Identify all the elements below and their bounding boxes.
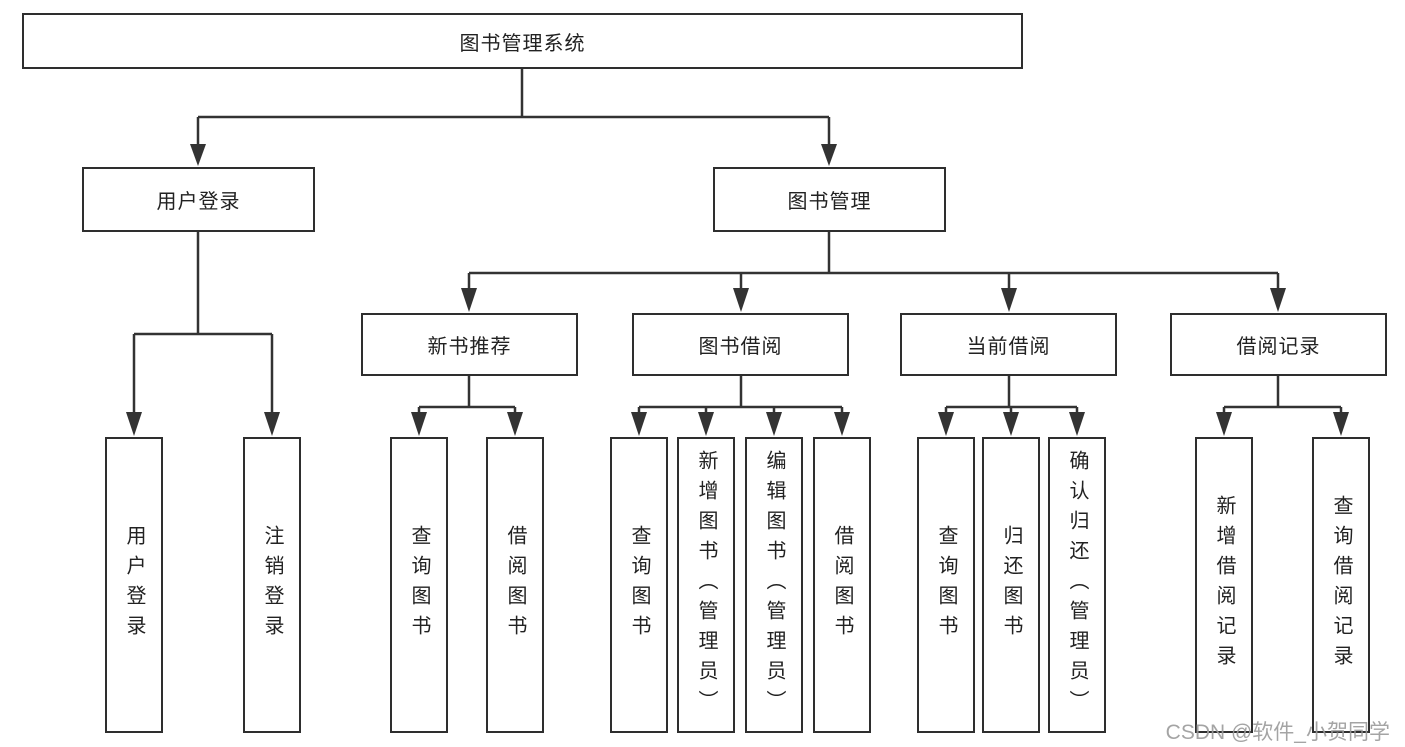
node-label: 查询图书 — [408, 525, 430, 645]
node-label: 用户登录 — [156, 191, 241, 213]
node-label: 编辑图书（管理员） — [763, 450, 785, 720]
leaf-query-borrow-record: 查询借阅记录 — [1312, 437, 1370, 733]
leaf-borrow-books-recommendation: 借阅图书 — [486, 437, 544, 733]
node-label: 查询借阅记录 — [1330, 495, 1352, 675]
node-label: 新增借阅记录 — [1213, 495, 1235, 675]
node-current-borrowing: 当前借阅 — [900, 313, 1117, 376]
node-label: 查询图书 — [935, 525, 957, 645]
node-label: 确认归还（管理员） — [1066, 450, 1088, 720]
node-borrowing-records: 借阅记录 — [1170, 313, 1387, 376]
leaf-query-books-borrowing: 查询图书 — [610, 437, 668, 733]
node-library-management-system: 图书管理系统 — [22, 13, 1023, 69]
node-book-borrowing: 图书借阅 — [632, 313, 849, 376]
leaf-query-books-current: 查询图书 — [917, 437, 975, 733]
leaf-add-book-admin: 新增图书（管理员） — [677, 437, 735, 733]
node-label: 查询图书 — [628, 525, 650, 645]
leaf-edit-book-admin: 编辑图书（管理员） — [745, 437, 803, 733]
node-label: 图书管理系统 — [459, 32, 586, 55]
leaf-logout: 注销登录 — [243, 437, 301, 733]
node-book-management: 图书管理 — [713, 167, 946, 232]
leaf-return-books: 归还图书 — [982, 437, 1040, 733]
node-label: 用户登录 — [123, 525, 145, 645]
leaf-borrow-books-borrowing: 借阅图书 — [813, 437, 871, 733]
node-label: 归还图书 — [1000, 525, 1022, 645]
node-label: 借阅图书 — [831, 525, 853, 645]
node-label: 借阅记录 — [1236, 336, 1321, 358]
node-label: 当前借阅 — [966, 336, 1051, 358]
watermark-text: CSDN @软件_小贺同学 — [1165, 721, 1390, 744]
leaf-user-login: 用户登录 — [105, 437, 163, 733]
leaf-query-books-recommendation: 查询图书 — [390, 437, 448, 733]
node-new-book-recommendation: 新书推荐 — [361, 313, 578, 376]
node-label: 借阅图书 — [504, 525, 526, 645]
leaf-add-borrow-record: 新增借阅记录 — [1195, 437, 1253, 733]
node-user-login: 用户登录 — [82, 167, 315, 232]
node-label: 图书借阅 — [698, 336, 783, 358]
node-label: 图书管理 — [787, 191, 872, 213]
node-label: 新增图书（管理员） — [695, 450, 717, 720]
node-label: 新书推荐 — [427, 336, 512, 358]
leaf-confirm-return-admin: 确认归还（管理员） — [1048, 437, 1106, 733]
node-label: 注销登录 — [261, 525, 283, 645]
